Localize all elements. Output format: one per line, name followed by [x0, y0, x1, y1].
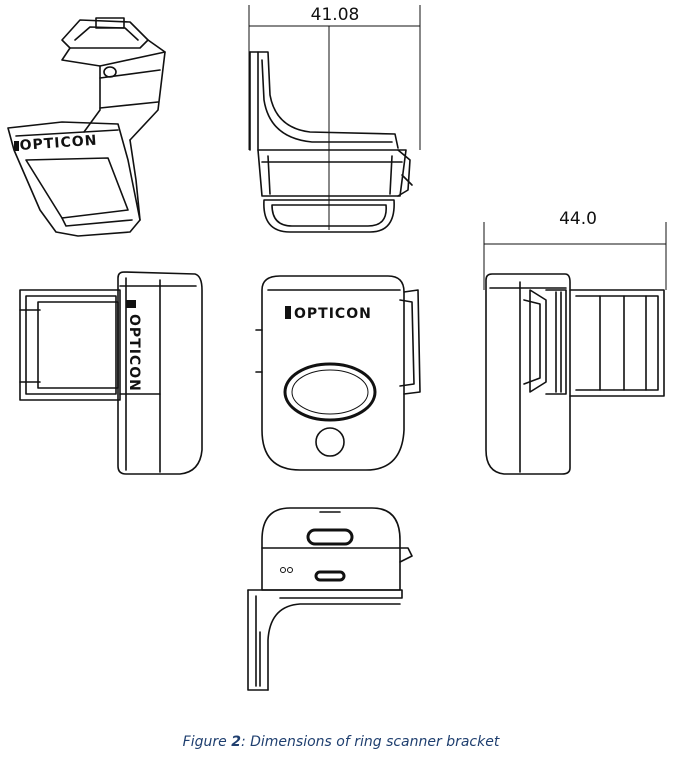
- isometric-view: OPTICON: [7, 17, 166, 237]
- front-logo: OPTICON: [294, 306, 372, 322]
- front-view: OPTICON: [255, 275, 421, 471]
- dim-top-width: 41.08: [311, 5, 360, 25]
- bottom-view: [247, 507, 413, 691]
- left-view: OPTICON: [19, 271, 203, 475]
- caption-text: : Dimensions of ring scanner bracket: [240, 734, 500, 750]
- dim-right-width: 44.0: [559, 209, 597, 229]
- side-view-top: 41.08: [248, 5, 421, 233]
- figure-caption: Figure 2: Dimensions of ring scanner bra…: [0, 734, 682, 750]
- caption-prefix: Figure: [182, 734, 232, 750]
- caption-number: 2: [231, 734, 241, 750]
- iso-logo: OPTICON: [19, 133, 98, 154]
- left-logo: OPTICON: [126, 314, 142, 392]
- right-view: 44.0: [483, 209, 667, 475]
